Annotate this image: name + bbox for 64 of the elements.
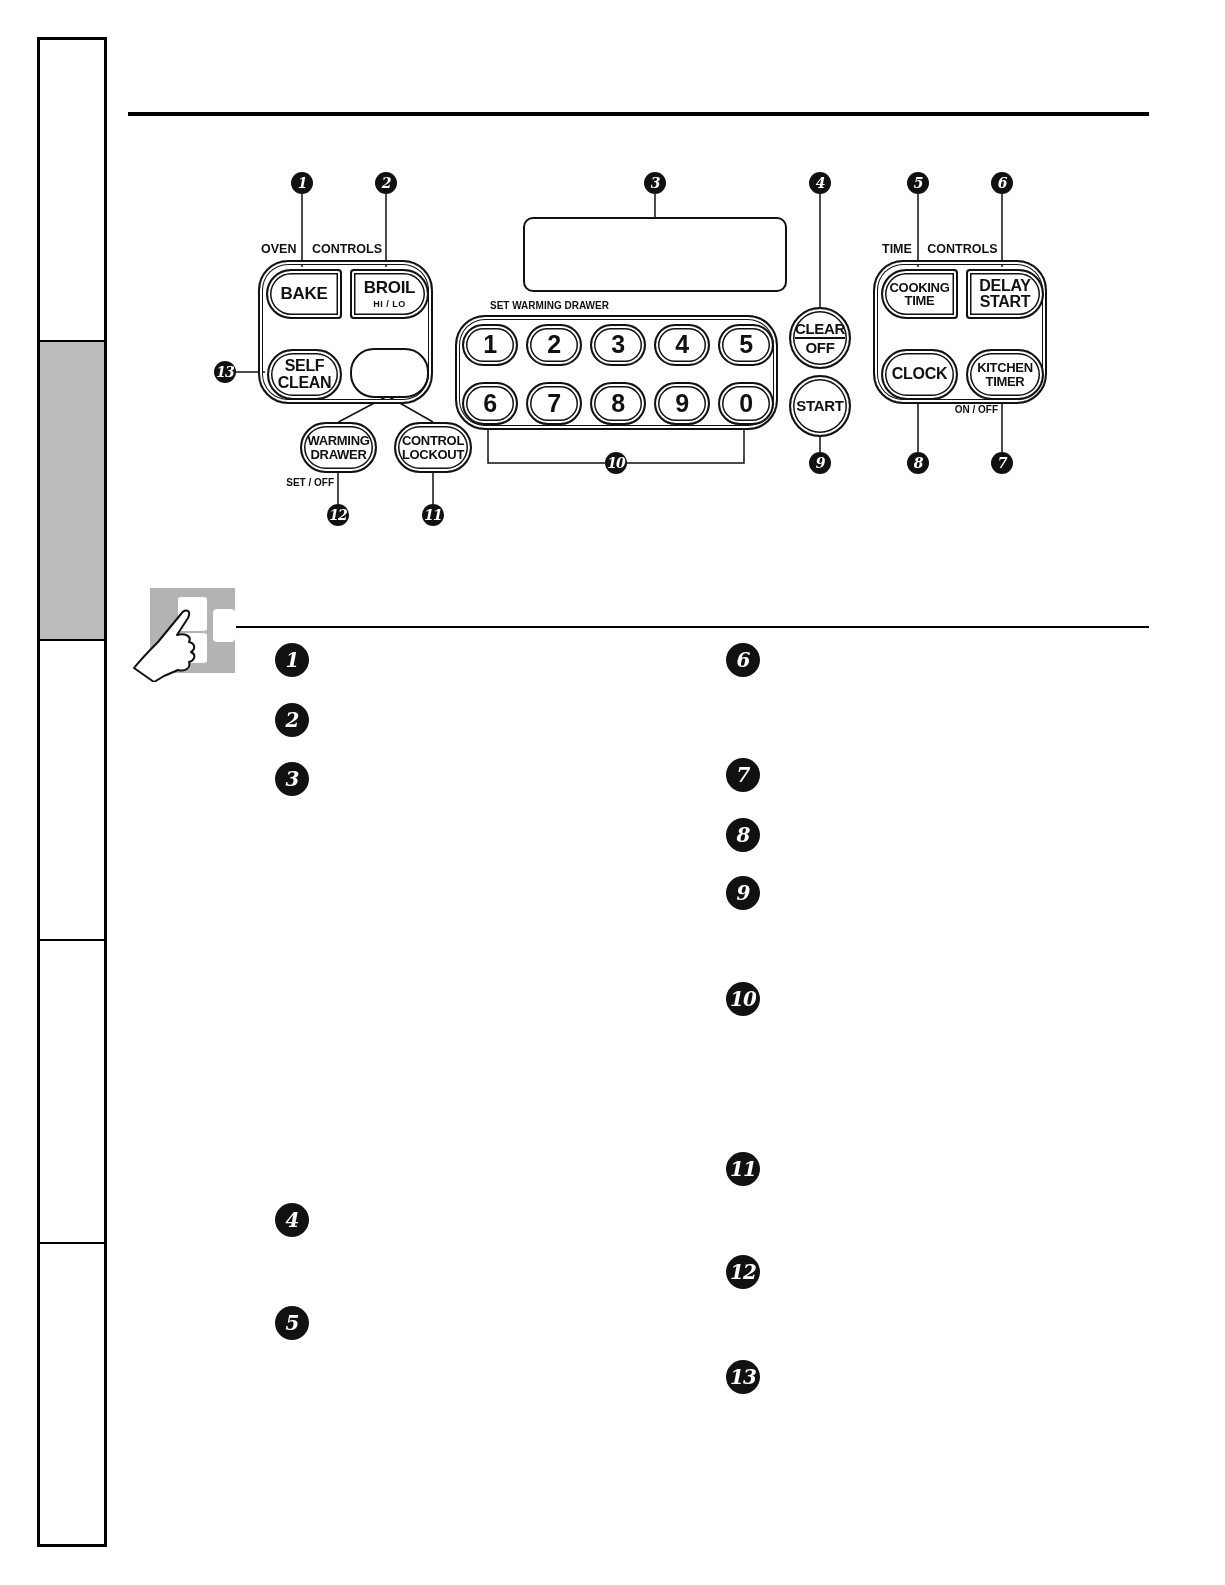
callout-number: 2: [375, 172, 397, 194]
control-button: CLOCK: [881, 349, 958, 400]
callout-number: 3: [275, 762, 309, 796]
round-button: CLEAR OFF: [789, 307, 851, 369]
callout-number: 13: [214, 361, 236, 383]
callout-number: 6: [991, 172, 1013, 194]
number-key: 5: [718, 324, 774, 366]
display-window: [523, 217, 787, 292]
control-button: SELF CLEAN: [267, 349, 342, 400]
callout-number: 1: [291, 172, 313, 194]
blank-button: [350, 348, 429, 398]
leader-line: [301, 193, 303, 268]
callout-number: 9: [726, 876, 760, 910]
callout-number: 5: [275, 1306, 309, 1340]
number-key: 7: [526, 382, 582, 425]
callout-number: 11: [726, 1152, 760, 1186]
leader-line: [1001, 193, 1003, 268]
leader-line: [385, 193, 387, 268]
number-key: 2: [526, 324, 582, 366]
number-key: 8: [590, 382, 646, 425]
callout-number: 3: [644, 172, 666, 194]
number-key: 9: [654, 382, 710, 425]
control-button: KITCHEN TIMER: [966, 349, 1044, 400]
number-key: 4: [654, 324, 710, 366]
number-key: 1: [462, 324, 518, 366]
callout-number: 8: [907, 452, 929, 474]
panel-heading: TIME CONTROLS: [882, 242, 998, 256]
button-caption: ON / OFF: [954, 404, 998, 415]
button-caption: SET / OFF: [286, 477, 334, 488]
leader-line: [654, 193, 656, 218]
callout-number: 13: [726, 1360, 760, 1394]
leader-line: [337, 472, 339, 505]
callout-number: 9: [809, 452, 831, 474]
control-button: DELAY START: [966, 269, 1044, 319]
control-button: BAKE: [266, 269, 342, 319]
callout-number: 6: [726, 643, 760, 677]
round-button: START: [789, 375, 851, 437]
callout-number: 5: [907, 172, 929, 194]
control-button: BROIL HI / LO: [350, 269, 429, 319]
callout-number: 8: [726, 818, 760, 852]
leader-line: [235, 371, 266, 373]
leader-line: [819, 436, 821, 453]
callout-number: 11: [422, 504, 444, 526]
callout-number: 10: [605, 452, 627, 474]
number-key: 0: [718, 382, 774, 425]
control-button: WARMING DRAWER: [300, 422, 377, 473]
leader-line: [819, 193, 821, 308]
control-button: COOKING TIME: [881, 269, 958, 319]
callout-number: 4: [809, 172, 831, 194]
callout-number: 12: [327, 504, 349, 526]
callout-number: 4: [275, 1203, 309, 1237]
panel-heading: SET WARMING DRAWER: [490, 300, 609, 311]
number-key: 6: [462, 382, 518, 425]
callout-number: 7: [726, 758, 760, 792]
control-button: CONTROL LOCKOUT: [394, 422, 472, 473]
callout-number: 1: [275, 643, 309, 677]
callout-number: 7: [991, 452, 1013, 474]
leader-line: [432, 472, 434, 505]
callout-number: 2: [275, 703, 309, 737]
callout-number: 12: [726, 1255, 760, 1289]
panel-heading: OVEN CONTROLS: [261, 242, 383, 256]
number-key: 3: [590, 324, 646, 366]
leader-line: [917, 193, 919, 268]
callout-number: 10: [726, 982, 760, 1016]
